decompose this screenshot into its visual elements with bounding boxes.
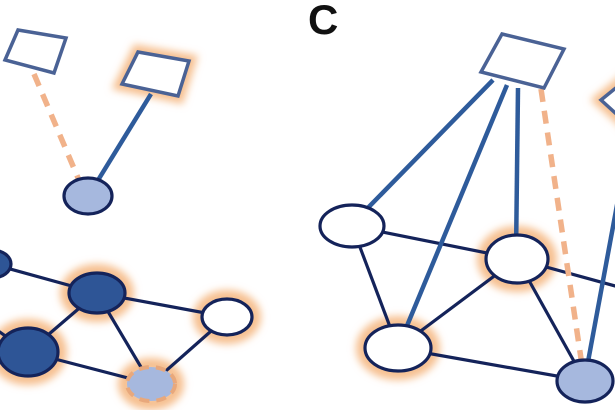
connector-layer: [31, 72, 615, 379]
node-right-southwest-glow: [363, 323, 433, 373]
link-c2-offscreen-to-blue-node: [582, 203, 615, 379]
panel-label-c: C: [308, 0, 339, 43]
attribute-square-c-main: [478, 31, 567, 91]
node-left-south-dashed: [125, 365, 177, 403]
link-left-solid-square-to-node: [90, 92, 153, 192]
shape-layer: [0, 28, 615, 404]
link-left-dashed-square-to-node: [31, 72, 87, 194]
node-left-center-dark-glow: [60, 264, 134, 322]
link-c1-to-node-east: [513, 87, 521, 256]
attribute-square-left-glow: [119, 50, 192, 99]
link-c1-to-node-northwest: [356, 78, 495, 220]
attribute-square-left-plain: [2, 28, 69, 76]
node-left-center-dark: [67, 271, 127, 315]
node-right-southeast-blue: [555, 358, 615, 404]
node-left-west-dark: [0, 326, 60, 378]
node-left-east-white: [200, 297, 254, 337]
node-left-anchor-light: [62, 176, 114, 216]
node-right-east-glow: [484, 233, 550, 285]
node-left-west-dark-glow: [0, 319, 67, 385]
link-c1-to-node-southwest: [396, 84, 510, 346]
node-right-northwest: [318, 203, 386, 249]
attribute-square-c-edge-glow: [598, 86, 615, 116]
link-c1-dashed-to-blue-node: [538, 88, 586, 373]
node-left-cut-dark: [0, 249, 13, 279]
glow-layer: [0, 44, 615, 410]
node-left-east-white-glow: [193, 290, 261, 344]
node-right-southwest-glow-glow: [356, 316, 440, 380]
